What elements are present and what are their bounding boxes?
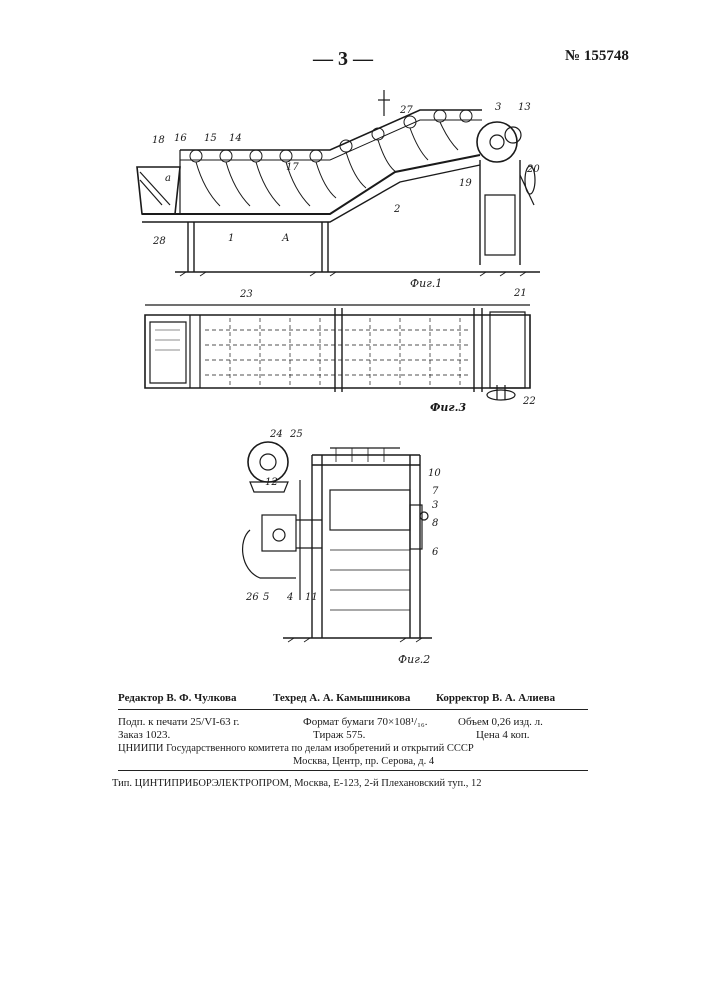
svg-text:23: 23 — [239, 289, 253, 300]
svg-text:12: 12 — [265, 477, 278, 488]
figure-3-drawing — [145, 305, 530, 400]
svg-text:13: 13 — [518, 102, 531, 113]
divider-bottom — [118, 770, 588, 771]
svg-text:А: А — [281, 233, 290, 244]
printer-info: Тип. ЦИНТИПРИБОРЭЛЕКТРОПРОМ, Москва, Е-1… — [112, 778, 481, 789]
figure-3-labels: 23 21 22 Фиг.3 — [239, 288, 536, 414]
figure-1-labels: 18 16 15 14 17 27 3 13 а 19 20 28 1 А 2 … — [152, 102, 540, 290]
figure-2-caption: Фиг.2 — [398, 653, 430, 666]
divider-top — [118, 709, 588, 710]
svg-text:11: 11 — [305, 592, 318, 603]
svg-text:5: 5 — [263, 592, 269, 603]
svg-text:24: 24 — [269, 429, 283, 440]
svg-text:3: 3 — [495, 102, 501, 113]
svg-text:6: 6 — [432, 547, 439, 558]
figure-3-caption: Фиг.3 — [430, 401, 466, 414]
svg-text:27: 27 — [399, 105, 413, 116]
svg-text:21: 21 — [513, 288, 527, 299]
order-number: Заказ 1023. — [118, 729, 170, 741]
svg-text:10: 10 — [428, 468, 441, 479]
svg-text:3: 3 — [432, 500, 438, 511]
svg-text:19: 19 — [459, 178, 472, 189]
svg-text:2: 2 — [393, 204, 400, 215]
svg-text:28: 28 — [152, 236, 166, 247]
svg-text:26: 26 — [245, 592, 259, 603]
svg-text:1: 1 — [228, 233, 234, 244]
svg-text:22: 22 — [522, 396, 536, 407]
svg-text:16: 16 — [174, 133, 187, 144]
print-run: Тираж 575. — [313, 729, 365, 741]
svg-text:7: 7 — [432, 486, 439, 497]
svg-text:а: а — [165, 173, 171, 184]
volume: Объем 0,26 изд. л. — [458, 716, 543, 728]
editor-credit: Редактор В. Ф. Чулкова — [118, 692, 236, 704]
svg-text:15: 15 — [204, 133, 217, 144]
svg-text:20: 20 — [526, 164, 540, 175]
figure-1-drawing — [137, 90, 540, 276]
techred-credit: Техред А. А. Камышникова — [273, 692, 410, 704]
svg-text:4: 4 — [286, 592, 293, 603]
signed-date: Подп. к печати 25/VI-63 г. — [118, 716, 239, 728]
price: Цена 4 коп. — [476, 729, 530, 741]
patent-drawings: 18 16 15 14 17 27 3 13 а 19 20 28 1 А 2 … — [0, 0, 707, 690]
publisher: ЦНИИПИ Государственного комитета по дела… — [118, 743, 474, 754]
svg-text:18: 18 — [152, 135, 165, 146]
figure-1-caption: Фиг.1 — [410, 277, 442, 290]
svg-text:8: 8 — [432, 518, 438, 529]
svg-text:17: 17 — [286, 162, 299, 173]
figure-2-drawing — [243, 442, 432, 642]
svg-text:25: 25 — [289, 429, 303, 440]
svg-text:14: 14 — [229, 133, 242, 144]
corrector-credit: Корректор В. А. Алиева — [436, 692, 555, 704]
publisher-address: Москва, Центр, пр. Серова, д. 4 — [293, 756, 434, 767]
paper-format: Формат бумаги 70×108¹/₁₆. — [303, 716, 428, 728]
